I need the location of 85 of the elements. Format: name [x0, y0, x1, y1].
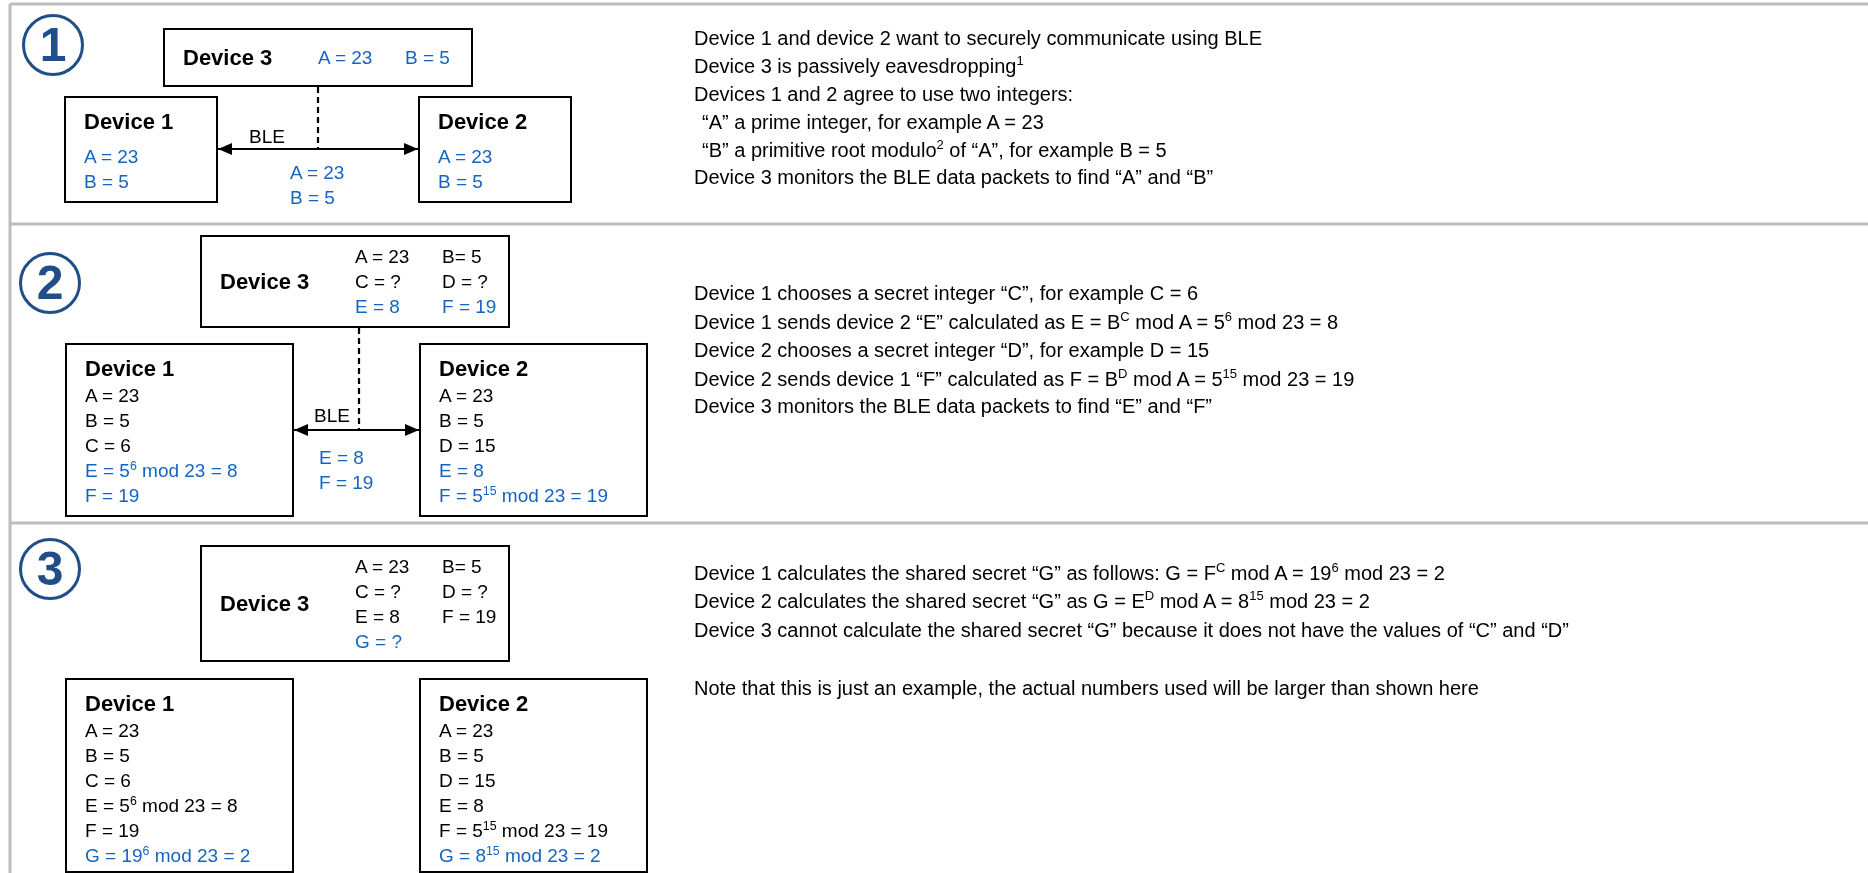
value-text: A = 23 — [85, 719, 141, 743]
description-text: Device 3 is passively eavesdropping$^{1}$ — [694, 54, 1024, 78]
double-arrow — [294, 424, 419, 436]
value-text: B= 5 — [442, 245, 483, 269]
value-text: E = 8 — [439, 459, 485, 483]
value-text: F = 5$^{15}$ mod 23 = 19 — [439, 483, 609, 508]
device-title: Device 2 — [439, 355, 530, 383]
value-text: E = 5$^{6}$ mod 23 = 8 — [85, 458, 239, 483]
device-box — [418, 96, 572, 203]
description-text: Device 1 sends device 2 “E” calculated as E = B$^{C}$ mod A = 5$^{6}$ mod 23 = 8 — [694, 310, 1339, 334]
description-text: Device 1 calculates the shared secret “G” as follows: G = F$^{C}$ mod A = 19$^{6}$ mod 23 = 2 — [694, 561, 1445, 585]
device-title: Device 3 — [220, 267, 311, 296]
step-number: 1 — [39, 21, 67, 69]
value-text: F = 19 — [442, 604, 497, 629]
description-text: Device 1 chooses a secret integer “C”, for example C = 6 — [694, 281, 1199, 305]
description-text: Device 3 cannot calculate the shared secret “G” because it does not have the values of “C” and “D” — [694, 618, 1569, 642]
description-text: Device 2 chooses a secret integer “D”, for example D = 15 — [694, 338, 1210, 362]
value-text: C = ? — [355, 270, 402, 294]
description-text: Devices 1 and 2 agree to use two integers: — [694, 82, 1074, 106]
value-text: C = ? — [355, 579, 402, 604]
device-title: Device 2 — [438, 108, 529, 136]
dashed-line — [316, 87, 320, 149]
value-text: A = 23 — [439, 384, 495, 408]
device-box — [65, 678, 294, 873]
value-text: D = ? — [442, 579, 489, 604]
value-text: A = 23 — [290, 161, 345, 185]
device-box — [419, 343, 648, 517]
description-text: Device 3 monitors the BLE data packets to find “A” and “B” — [694, 165, 1214, 189]
value-text: D = 15 — [439, 434, 497, 458]
description-text: Note that this is just an example, the actual numbers used will be larger than shown here — [694, 676, 1479, 700]
double-arrow — [218, 143, 418, 155]
device-title: Device 1 — [85, 355, 176, 383]
value-text: G = ? — [355, 629, 403, 654]
device-box — [419, 678, 648, 873]
value-text: B= 5 — [442, 554, 483, 579]
value-text: A = 23 — [438, 145, 494, 169]
value-text: E = 8 — [439, 794, 485, 818]
device-box — [200, 235, 510, 328]
device-box — [200, 545, 510, 662]
description-text: “B” a primitive root modulo$^{2}$ of “A”, for example B = 5 — [702, 138, 1167, 162]
description-text: Device 2 calculates the shared secret “G” as G = E$^{D}$ mod A = 8$^{15}$ mod 23 = 2 — [694, 589, 1370, 613]
device-title: Device 3 — [183, 43, 274, 72]
value-text: B = 5 — [405, 46, 450, 70]
value-text: B = 5 — [439, 409, 485, 433]
value-text: A = 23 — [439, 719, 495, 743]
description-text: Device 3 monitors the BLE data packets to find “E” and “F” — [694, 394, 1213, 418]
value-text: F = 19 — [85, 819, 141, 843]
value-text: G = 8$^{15}$ mod 23 = 2 — [439, 843, 602, 868]
value-text: A = 23 — [318, 46, 374, 70]
value-text: G = 19$^{6}$ mod 23 = 2 — [85, 843, 252, 868]
value-text: A = 23 — [355, 245, 411, 269]
device-title: Device 1 — [85, 690, 176, 718]
device-box — [163, 28, 473, 87]
value-text: B = 5 — [85, 409, 131, 433]
value-text: A = 23 — [85, 384, 141, 408]
device-box — [65, 343, 294, 517]
value-text: C = 6 — [85, 434, 132, 458]
device-title: Device 3 — [220, 589, 311, 618]
step-number: 3 — [36, 545, 64, 593]
device-box — [64, 96, 218, 203]
dashed-line — [357, 328, 361, 430]
value-text: E = 8 — [319, 446, 364, 470]
value-text: B = 5 — [84, 170, 130, 194]
description-text: Device 1 and device 2 want to securely communicate using BLE — [694, 26, 1263, 50]
value-text: E = 8 — [355, 604, 401, 629]
description-text: Device 2 sends device 1 “F” calculated as F = B$^{D}$ mod A = 5$^{15}$ mod 23 = 19 — [694, 367, 1355, 391]
step-number: 2 — [36, 259, 64, 307]
value-text: B = 5 — [438, 170, 484, 194]
value-text: D = 15 — [439, 769, 497, 793]
value-text: F = 5$^{15}$ mod 23 = 19 — [439, 818, 609, 843]
value-text: A = 23 — [355, 554, 411, 579]
value-text: D = ? — [442, 270, 489, 294]
value-text: F = 19 — [442, 295, 497, 319]
value-text: E = 5$^{6}$ mod 23 = 8 — [85, 793, 239, 818]
value-text: F = 19 — [85, 484, 141, 508]
value-text: B = 5 — [85, 744, 131, 768]
value-text: B = 5 — [439, 744, 485, 768]
description-text: “A” a prime integer, for example A = 23 — [702, 110, 1044, 134]
value-text: A = 23 — [84, 145, 140, 169]
value-text: E = 8 — [355, 295, 401, 319]
value-text: B = 5 — [290, 186, 335, 210]
value-text: F = 19 — [319, 471, 374, 495]
device-title: Device 1 — [84, 108, 175, 136]
device-title: Device 2 — [439, 690, 530, 718]
value-text: C = 6 — [85, 769, 132, 793]
